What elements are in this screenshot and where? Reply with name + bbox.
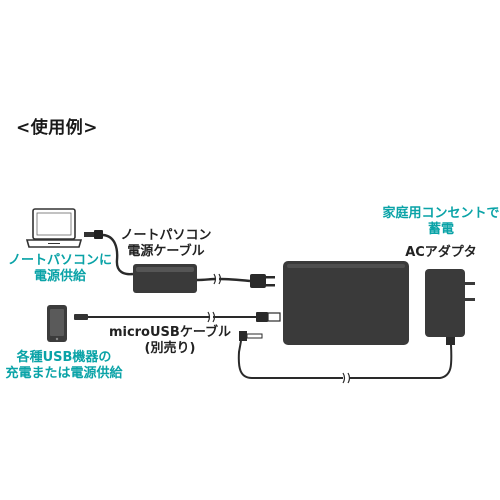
laptop-cable-line-1: ノートパソコン	[120, 228, 212, 243]
laptop-plug-body	[94, 230, 103, 239]
ac-adapter-icon	[425, 269, 475, 345]
usb-devices-label: 各種USB機器の 充電または電源供給	[2, 350, 126, 383]
laptop-cable-label: ノートパソコン 電源ケーブル	[112, 228, 220, 261]
ac-plug	[250, 274, 275, 288]
laptop-cable-line-2: 電源ケーブル	[127, 244, 205, 260]
usb-devices-line-1: 各種USB機器の	[16, 350, 112, 365]
laptop-power-label: ノートパソコンに 電源供給	[8, 253, 112, 286]
laptop-plug	[84, 232, 94, 237]
power-bank	[283, 261, 409, 345]
sold-separately-line: (別売り)	[144, 341, 196, 357]
ac-adapter-label: ACアダプタ	[405, 245, 477, 260]
smartphone-icon	[47, 305, 67, 342]
laptop-cable-line	[102, 233, 134, 276]
usb-a-connector	[267, 312, 281, 322]
laptop-power-line-2: 電源供給	[33, 269, 86, 285]
brick-adapter	[133, 264, 197, 293]
page-title: <使用例>	[16, 118, 98, 138]
micro-usb-input-tip	[246, 333, 263, 339]
laptop-power-line-1: ノートパソコンに	[8, 253, 113, 268]
home-outlet-label: 家庭用コンセントで 蓄電	[382, 206, 500, 239]
micro-usb-cable-label: microUSBケーブル (別売り)	[100, 325, 240, 358]
home-outlet-line-2: 蓄電	[427, 222, 454, 238]
micro-usb-plug	[74, 314, 88, 320]
outlet-cable-line	[218, 277, 251, 283]
charge-cable-line-2	[237, 340, 343, 379]
cable-break-3	[342, 372, 351, 384]
micro-usb-cable-line: microUSBケーブル	[108, 325, 232, 340]
charge-cable-line	[350, 344, 453, 379]
usb-a-plug	[256, 312, 268, 322]
micro-usb-input-plug	[239, 331, 247, 341]
laptop-icon	[25, 208, 83, 248]
brick-cable-line	[196, 277, 216, 282]
usb-devices-line-2: 充電または電源供給	[5, 366, 123, 382]
home-outlet-line-1: 家庭用コンセントで	[382, 206, 500, 221]
